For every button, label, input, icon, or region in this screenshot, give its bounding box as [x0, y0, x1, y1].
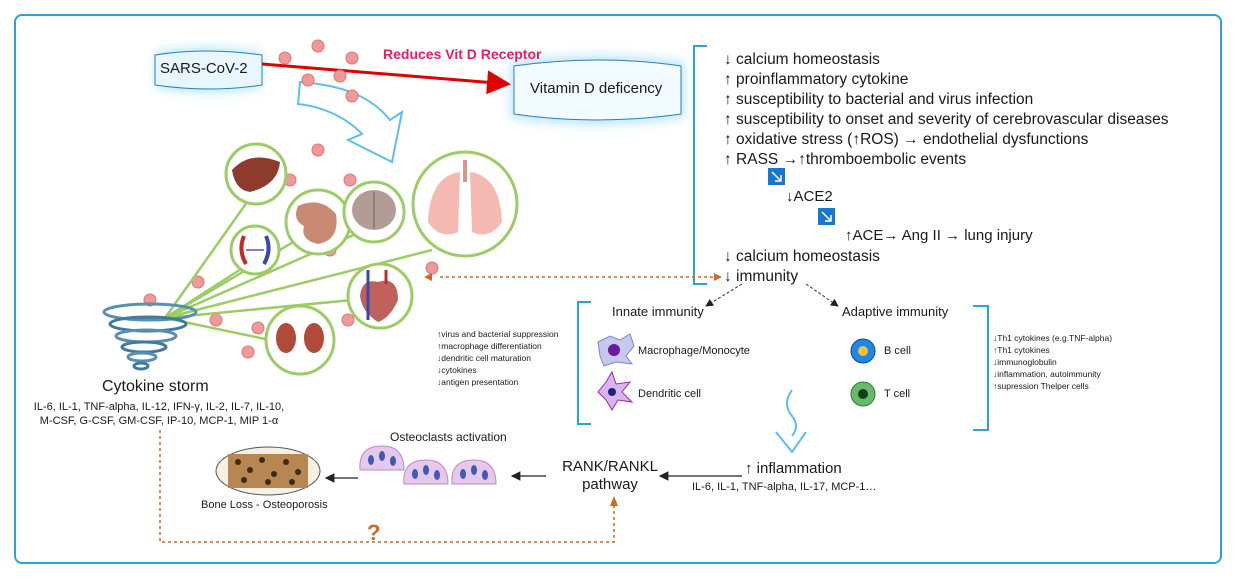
innate-effect: ↓dendritic cell maturation — [437, 353, 532, 363]
adaptive-effect: ↑supression Thelper cells — [993, 381, 1089, 391]
adaptive-effect: ↓immunoglobulin — [993, 357, 1057, 367]
effect-item: ↑ susceptibility to bacterial and virus … — [724, 91, 1034, 108]
effect-item: ↑ oxidative stress (↑ROS) → endothelial … — [724, 131, 1089, 148]
osteoclast-icons — [359, 445, 497, 485]
cytokine-storm-list: IL-6, IL-1, TNF-alpha, IL-12, IFN-γ, IL-… — [33, 401, 285, 427]
effects-bracket — [693, 45, 707, 285]
bone-loss-label: Bone Loss - Osteoporosis — [201, 499, 328, 511]
ace-arrow-icons — [768, 168, 835, 225]
adaptive-effect: ↓inflammation, autoimmunity — [993, 369, 1101, 379]
arrow-to-innate — [705, 283, 743, 307]
sars-cov-2-label: SARS-CoV-2 — [160, 60, 248, 77]
figure-frame — [14, 14, 1222, 564]
curvy-down-arrow — [775, 389, 807, 454]
arrow-to-adaptive — [805, 283, 839, 307]
macrophage-icon — [597, 333, 635, 367]
calcium-item: ↓ calcium homeostasis — [724, 248, 880, 265]
adaptive-bracket — [973, 305, 989, 431]
osteoclast-label: Osteoclasts activation — [390, 430, 507, 444]
effect-item: ↑ proinflammatory cytokine — [724, 71, 909, 88]
question-path — [159, 430, 615, 543]
vitamin-d-effects-list: ↓ calcium homeostasis ↑ proinflammatory … — [724, 50, 1169, 170]
dendritic-cell-icon — [597, 370, 634, 411]
kidney-circle — [264, 304, 336, 376]
brain-icon — [352, 190, 396, 230]
vessels-icon — [239, 235, 271, 265]
calcium-immunity-list: ↓ calcium homeostasis ↓ immunity — [724, 247, 880, 287]
innate-immunity-title: Innate immunity — [612, 304, 704, 319]
infection-arrow — [296, 80, 404, 164]
effect-item: ↑ RASS →↑thromboembolic events — [724, 151, 967, 168]
vitamin-d-banner — [510, 55, 685, 125]
heart-icon — [360, 270, 398, 322]
lungs-icon — [428, 160, 502, 235]
macrophage-label: Macrophage/Monocyte — [638, 345, 750, 357]
b-cell-icon — [850, 338, 876, 364]
t-cell-label: T cell — [884, 388, 911, 400]
adaptive-immunity-title: Adaptive immunity — [842, 304, 949, 319]
ace-label: ↑ACE→ Ang II → lung injury — [845, 227, 1033, 244]
inflammation-cytokines: IL-6, IL-1, TNF-alpha, IL-17, MCP-1… — [692, 481, 877, 493]
b-cell-label: B cell — [884, 345, 911, 357]
innate-effect: ↓antigen presentation — [437, 377, 519, 387]
reduce-arrow — [261, 62, 511, 95]
dendritic-cell-label: Dendritic cell — [638, 388, 701, 400]
adaptive-effects-list: ↓Th1 cytokines (e.g.TNF-alpha) ↑Th1 cyto… — [993, 332, 1112, 392]
bone-image — [215, 446, 321, 496]
adaptive-effect: ↑Th1 cytokines — [993, 345, 1050, 355]
innate-effect: ↑virus and bacterial suppression — [437, 329, 559, 339]
kidneys-icon — [276, 323, 324, 353]
reduces-vit-d-label: Reduces Vit D Receptor — [383, 46, 542, 62]
osteoclast-nuclei — [368, 451, 488, 480]
inflammation-label: ↑ inflammation — [745, 460, 842, 477]
sars-banner — [154, 47, 263, 93]
vitamin-d-deficiency-label: Vitamin D deficency — [530, 80, 663, 97]
innate-effect: ↑macrophage differentiation — [437, 341, 542, 351]
rank-rankl-label: RANK/RANKL pathway — [562, 458, 658, 493]
question-mark: ? — [367, 520, 381, 545]
effect-item: ↑ susceptibility to onset and severity o… — [724, 111, 1169, 128]
adaptive-effect: ↓Th1 cytokines (e.g.TNF-alpha) — [993, 333, 1113, 343]
cytokine-storm-funnel — [102, 302, 198, 371]
ace2-label: ↓ACE2 — [786, 188, 833, 205]
innate-effects-list: ↑virus and bacterial suppression ↑macrop… — [437, 328, 558, 388]
effect-item: ↓ calcium homeostasis — [724, 51, 880, 68]
stomach-icon — [296, 202, 337, 244]
innate-effect: ↓cytokines — [437, 365, 477, 375]
cytokine-storm-title: Cytokine storm — [102, 378, 209, 395]
innate-bracket — [577, 301, 591, 425]
liver-icon — [232, 157, 280, 192]
t-cell-icon — [850, 381, 876, 407]
immunity-item: ↓ immunity — [724, 268, 799, 285]
